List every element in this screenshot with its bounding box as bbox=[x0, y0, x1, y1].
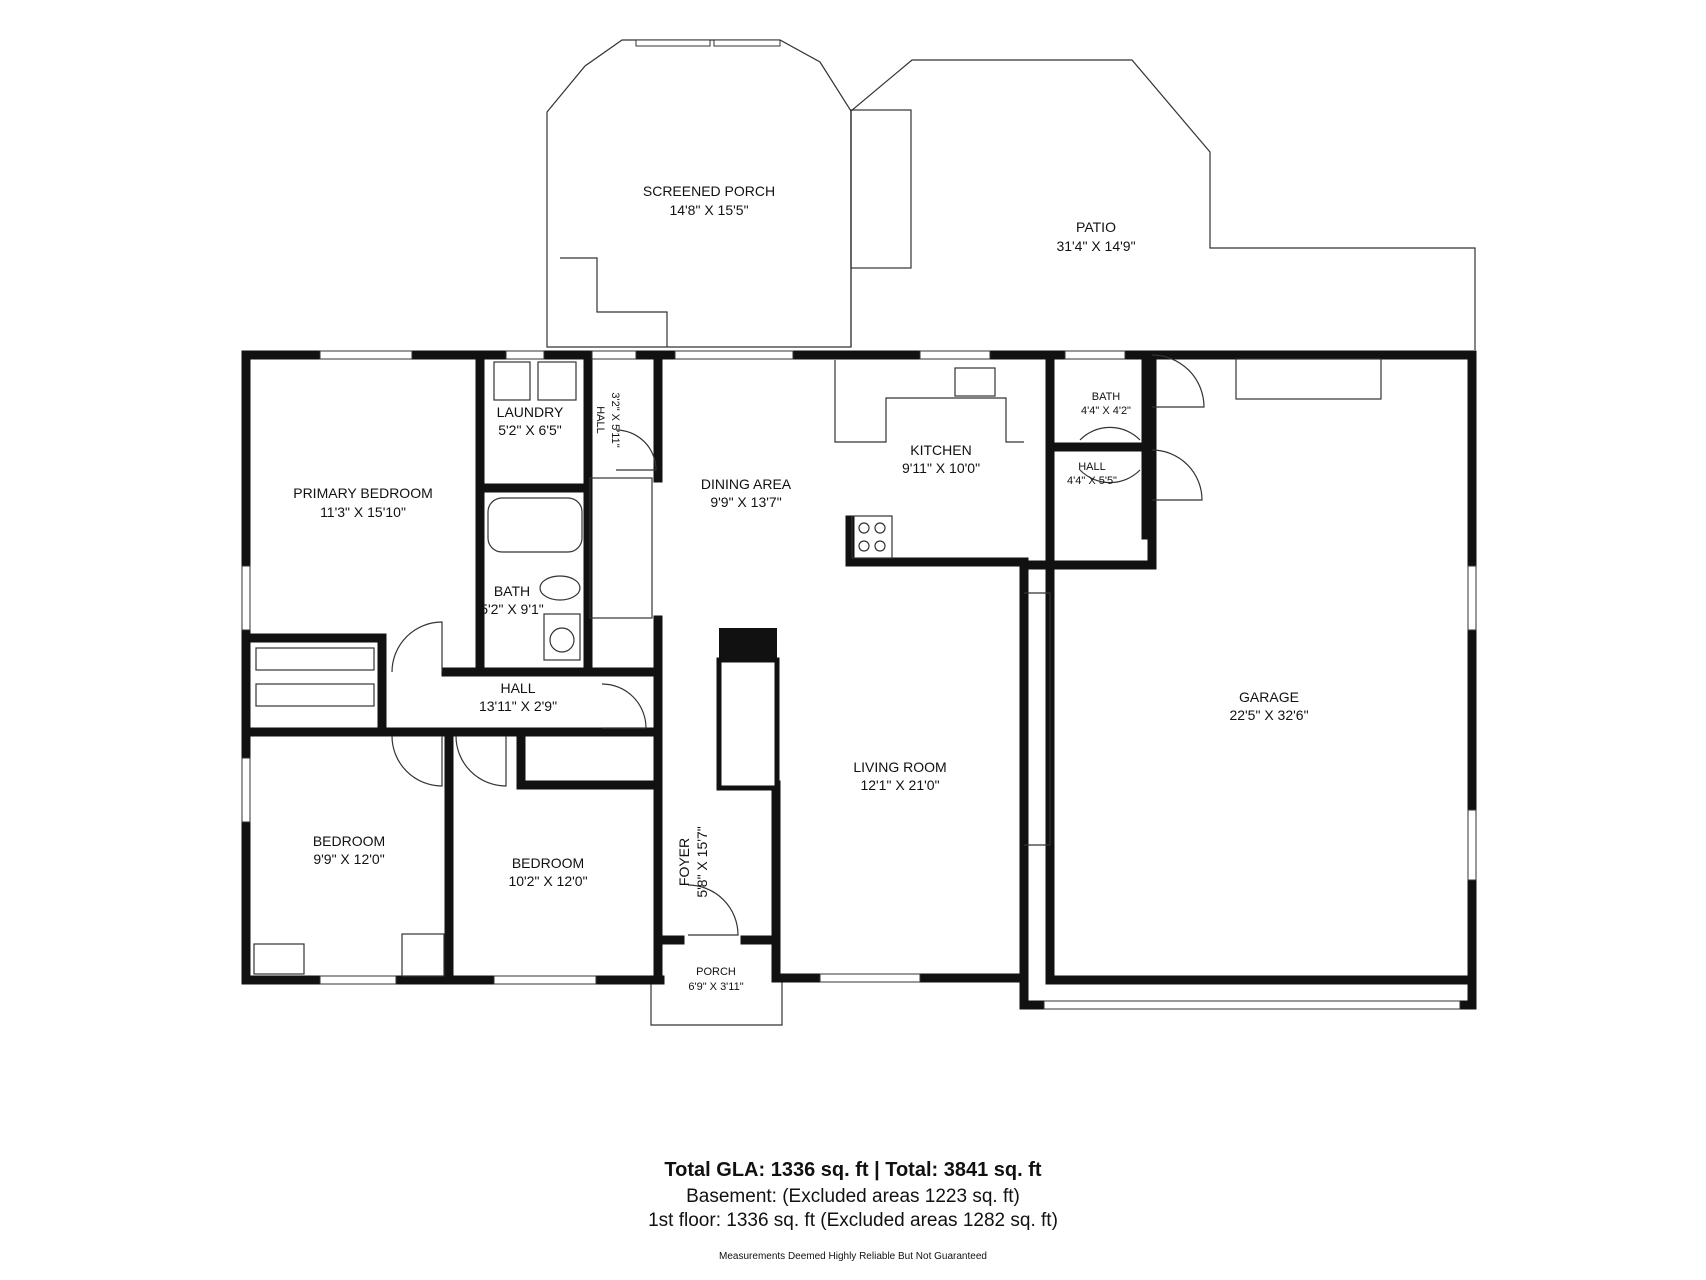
door-swing bbox=[1151, 449, 1203, 501]
room-dim-living-room: 12'1" X 21'0" bbox=[860, 777, 939, 793]
bedroom-furniture bbox=[401, 933, 445, 977]
door-swing bbox=[601, 683, 647, 729]
toilet bbox=[539, 575, 581, 601]
door-swing bbox=[1079, 426, 1141, 441]
room-dim-hall-small: 3'2" X 5'11" bbox=[609, 392, 621, 447]
room-dim-bedroom-2: 10'2" X 12'0" bbox=[508, 873, 587, 889]
sink-basin bbox=[549, 627, 575, 653]
room-dim-patio: 31'4" X 14'9" bbox=[1056, 238, 1135, 254]
fireplace-hearth bbox=[716, 657, 780, 791]
windows bbox=[241, 39, 1477, 1010]
door-swing bbox=[391, 621, 443, 673]
room-dim-bath-small: 4'4" X 4'2" bbox=[1081, 405, 1131, 417]
garage-inner-line bbox=[1024, 592, 1051, 846]
stairs bbox=[589, 477, 653, 619]
room-dim-foyer: 5'8" X 15'7" bbox=[694, 826, 710, 897]
room-dim-primary-bedroom: 11'3" X 15'10" bbox=[320, 504, 406, 520]
screened-porch-outline bbox=[546, 39, 852, 348]
room-name-bedroom-2: BEDROOM bbox=[512, 855, 584, 871]
window bbox=[591, 350, 637, 360]
burner bbox=[858, 522, 870, 534]
closet-shelf bbox=[255, 683, 375, 707]
disclaimer: Measurements Deemed Highly Reliable But … bbox=[719, 1251, 987, 1262]
room-name-hall-kitchen: HALL bbox=[1078, 461, 1106, 473]
window bbox=[241, 565, 251, 631]
burner bbox=[858, 540, 870, 552]
room-dim-kitchen: 9'11" X 10'0" bbox=[902, 460, 980, 476]
room-name-primary-bedroom: PRIMARY BEDROOM bbox=[293, 485, 433, 501]
room-name-laundry: LAUNDRY bbox=[497, 404, 564, 420]
room-dim-hall-main: 13'11" X 2'9" bbox=[479, 698, 557, 714]
bedroom-furniture bbox=[253, 943, 305, 975]
fireplace bbox=[719, 628, 777, 662]
room-dim-bedroom-1: 9'9" X 12'0" bbox=[313, 851, 384, 867]
room-name-screened-porch: SCREENED PORCH bbox=[643, 183, 775, 199]
front-porch-outline bbox=[650, 978, 783, 1026]
room-name-hall-small: HALL bbox=[594, 406, 606, 434]
kitchen-sink bbox=[954, 367, 996, 397]
window bbox=[713, 39, 781, 47]
garage-door bbox=[1043, 1000, 1461, 1010]
room-name-foyer: FOYER bbox=[676, 838, 692, 886]
kitchen-counter bbox=[834, 360, 1024, 443]
outdoor-outlines bbox=[546, 39, 1476, 1026]
window bbox=[493, 975, 597, 985]
window bbox=[1467, 809, 1477, 881]
room-name-bath-small: BATH bbox=[1092, 391, 1121, 403]
dryer bbox=[537, 361, 577, 401]
burner bbox=[874, 522, 886, 534]
patio-outline bbox=[850, 59, 1476, 350]
window bbox=[319, 975, 397, 985]
exterior-wall bbox=[241, 350, 1477, 985]
room-dim-screened-porch: 14'8" X 15'5" bbox=[669, 202, 748, 218]
garage-shelf bbox=[1235, 358, 1382, 400]
room-dim-hall-kitchen: 4'4" X 5'5" bbox=[1067, 475, 1117, 487]
room-name-hall-main: HALL bbox=[500, 680, 535, 696]
room-labels: SCREENED PORCH 14'8" X 15'5" PATIO 31'4"… bbox=[293, 183, 1308, 993]
porch-stair-block bbox=[850, 109, 912, 269]
closet-shelf bbox=[255, 647, 375, 671]
window bbox=[919, 350, 991, 360]
porch-steps bbox=[560, 257, 668, 347]
room-dim-laundry: 5'2" X 6'5" bbox=[498, 422, 562, 438]
burner bbox=[874, 540, 886, 552]
window bbox=[505, 350, 545, 360]
room-name-garage: GARAGE bbox=[1239, 689, 1299, 705]
room-dim-dining-area: 9'9" X 13'7" bbox=[710, 494, 781, 510]
room-name-living-room: LIVING ROOM bbox=[853, 759, 946, 775]
walls bbox=[241, 350, 1477, 1010]
room-dim-bath-main: 5'2" X 9'1" bbox=[480, 601, 544, 617]
basement-area: Basement: (Excluded areas 1223 sq. ft) bbox=[686, 1186, 1020, 1207]
door-swing bbox=[1151, 354, 1205, 408]
window bbox=[819, 973, 921, 983]
bathtub bbox=[487, 497, 583, 553]
window bbox=[319, 350, 413, 360]
room-name-bath-main: BATH bbox=[494, 583, 530, 599]
room-name-bedroom-1: BEDROOM bbox=[313, 833, 385, 849]
stove bbox=[851, 515, 893, 559]
room-name-porch: PORCH bbox=[696, 966, 736, 978]
first-floor-area: 1st floor: 1336 sq. ft (Excluded areas 1… bbox=[648, 1210, 1058, 1231]
door-swing bbox=[687, 884, 739, 936]
room-name-dining-area: DINING AREA bbox=[701, 476, 792, 492]
sink bbox=[543, 613, 581, 661]
fixtures bbox=[253, 354, 1382, 977]
door-swing bbox=[391, 735, 443, 787]
room-dim-garage: 22'5" X 32'6" bbox=[1229, 707, 1308, 723]
total-area: Total GLA: 1336 sq. ft | Total: 3841 sq.… bbox=[664, 1159, 1042, 1181]
washer bbox=[493, 361, 531, 401]
window bbox=[1467, 565, 1477, 631]
room-dim-porch: 6'9" X 3'11" bbox=[688, 981, 743, 993]
window bbox=[241, 757, 251, 823]
room-name-kitchen: KITCHEN bbox=[910, 442, 971, 458]
window bbox=[635, 39, 711, 47]
window bbox=[1064, 350, 1126, 360]
window bbox=[674, 350, 794, 360]
door-swing bbox=[1079, 469, 1141, 484]
room-name-patio: PATIO bbox=[1076, 219, 1116, 235]
door-swing bbox=[615, 429, 657, 471]
door-swing bbox=[455, 735, 507, 787]
